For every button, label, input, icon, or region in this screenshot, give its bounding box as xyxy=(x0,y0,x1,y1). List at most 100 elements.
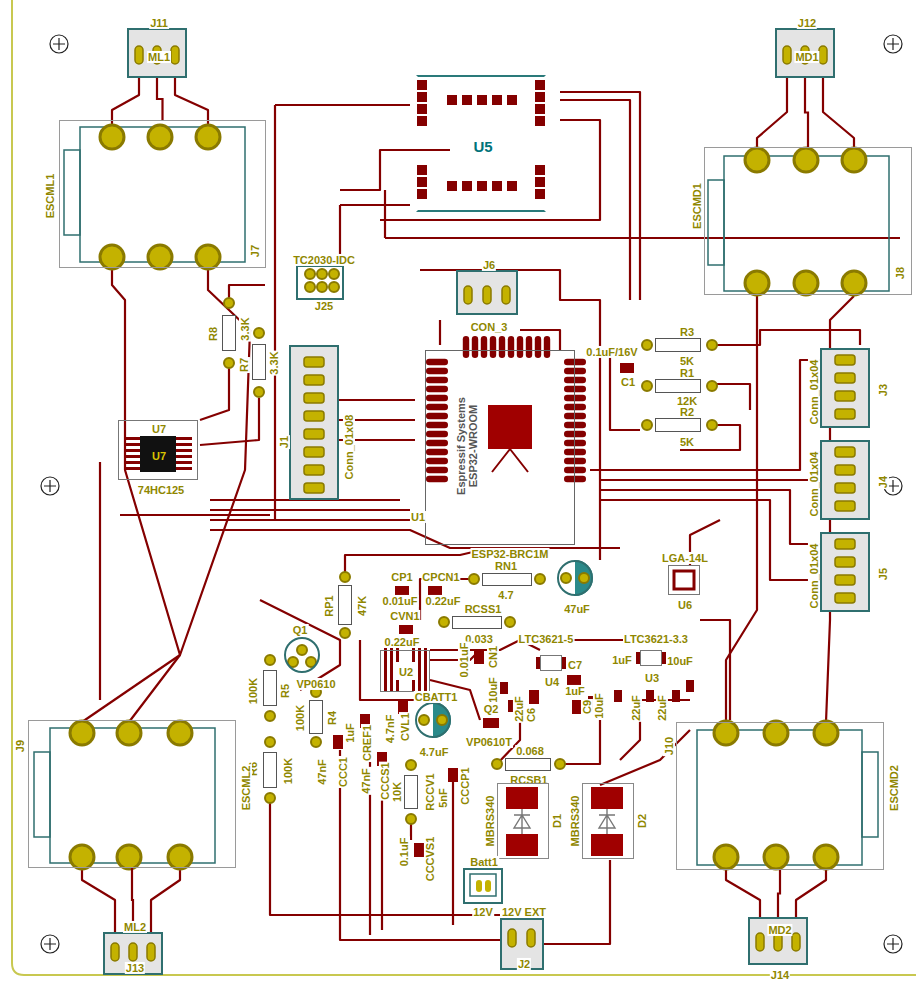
silkscreen-label: J10 xyxy=(663,736,675,756)
connector-footprint: J4Conn_01x04 xyxy=(820,440,870,520)
silkscreen-label: CBATT1 xyxy=(414,691,459,703)
silkscreen-label: RN1 xyxy=(494,560,518,572)
silkscreen-label: U7 xyxy=(151,450,167,462)
connector-footprint: J1Conn_01x08 xyxy=(289,345,339,500)
silkscreen-label: 4.7nF xyxy=(384,714,396,745)
silkscreen-label: CCCP1 xyxy=(459,766,471,805)
silkscreen-label: U7 xyxy=(151,423,167,435)
connector-footprint: MD2J14 xyxy=(748,917,808,965)
resistor-footprint: RCSS10.033 xyxy=(452,616,502,629)
silkscreen-label: U5 xyxy=(472,139,493,156)
esc-footprint: ESCML1J7 xyxy=(59,120,266,268)
connector-footprint: J3Conn_01x04 xyxy=(820,348,870,428)
silkscreen-label: ESP32-BRC1M xyxy=(470,548,549,560)
resistor-footprint: R83.3K xyxy=(222,315,236,351)
ic-footprint: U2 xyxy=(380,650,430,692)
silkscreen-label: CVN1 xyxy=(389,610,420,622)
silkscreen-label: 3.3K xyxy=(268,350,280,375)
silkscreen-label: 10uF xyxy=(487,676,499,704)
silkscreen-label: Conn_01x04 xyxy=(808,359,820,426)
silkscreen-label: Conn_01x04 xyxy=(808,451,820,518)
silkscreen-label: MD2 xyxy=(767,924,792,936)
silkscreen-label: ESCML1 xyxy=(44,173,56,220)
silkscreen-label: J12 xyxy=(797,17,817,29)
silkscreen-label: 5nF xyxy=(437,787,449,809)
connector-footprint: J5Conn_01x04 xyxy=(820,532,870,612)
silkscreen-label: 47K xyxy=(356,595,368,617)
silkscreen-label: 12V xyxy=(472,906,494,918)
silkscreen-label: 22uF xyxy=(656,694,668,722)
silkscreen-label: R7 xyxy=(238,357,250,373)
smd-pad: CCCP15nF xyxy=(448,768,458,782)
copper-trace xyxy=(157,78,163,120)
silkscreen-label: 5K xyxy=(679,436,695,448)
silkscreen-label: 10uF xyxy=(666,655,694,667)
smd-pad: CN10.01uF xyxy=(474,650,484,664)
silkscreen-label: J11 xyxy=(149,17,169,29)
silkscreen-label: LGA-14L xyxy=(661,552,709,564)
resistor-footprint: R35K xyxy=(655,338,701,352)
silkscreen-label: U3 xyxy=(644,672,660,684)
silkscreen-label: CCCVS1 xyxy=(424,836,436,883)
ic-footprint: LTC3621-3.3U3 xyxy=(640,650,662,666)
silkscreen-label: 100K xyxy=(247,677,259,705)
connector-footprint: J12MD1 xyxy=(775,28,835,78)
silkscreen-label: 10K xyxy=(391,781,403,803)
silkscreen-label: CPCN1 xyxy=(421,571,460,583)
silkscreen-label: ESCML2 xyxy=(240,765,252,812)
capacitor-footprint: ESP32-BRC1M47uF xyxy=(557,560,593,596)
silkscreen-label: U4 xyxy=(544,676,560,688)
copper-trace xyxy=(778,870,780,917)
silkscreen-label: 4.7uF xyxy=(419,746,450,758)
silkscreen-label: R3 xyxy=(679,326,695,338)
silkscreen-label: RCCV1 xyxy=(424,772,436,811)
silkscreen-label: 47uF xyxy=(563,603,591,615)
silkscreen-label: 3.3K xyxy=(239,316,251,341)
silkscreen-label: D1 xyxy=(551,813,563,829)
silkscreen-label: U2 xyxy=(398,666,414,678)
silkscreen-label: J25 xyxy=(314,300,334,312)
smd-pad: CVN10.22uF xyxy=(399,625,413,634)
silkscreen-label: 12V EXT xyxy=(501,906,547,918)
silkscreen-label: D2 xyxy=(636,813,648,829)
silkscreen-label: LTC3621-3.3 xyxy=(623,633,689,645)
silkscreen-label: 4.7 xyxy=(497,589,514,601)
silkscreen-label: 1uF xyxy=(344,722,356,744)
silkscreen-label: J8 xyxy=(894,266,906,280)
silkscreen-label: 0.22uF xyxy=(384,636,421,648)
silkscreen-label: ML1 xyxy=(147,51,171,63)
silkscreen-label: 47nF xyxy=(316,758,328,786)
silkscreen-label: ESCMD1 xyxy=(691,182,703,230)
silkscreen-label: CREF1 xyxy=(361,724,373,762)
connector-footprint: TC2030-IDCJ25 xyxy=(296,265,344,300)
silkscreen-label: TC2030-IDC xyxy=(292,254,356,266)
connector-footprint: ML2J13 xyxy=(103,932,163,975)
silkscreen-label: 22uF xyxy=(630,694,642,722)
resistor-footprint: 0.068RCSB1 xyxy=(505,758,551,771)
smd-pad: CCC147nF xyxy=(333,735,343,749)
silkscreen-label: CN1 xyxy=(487,645,499,669)
silkscreen-label: 0.01uF xyxy=(382,595,419,607)
silkscreen-label: J9 xyxy=(14,739,26,753)
silkscreen-label: Q1 xyxy=(292,624,309,636)
silkscreen-label: J13 xyxy=(125,962,145,974)
silkscreen-label: CP1 xyxy=(390,571,413,583)
silkscreen-label: 0.22uF xyxy=(425,595,462,607)
silkscreen-label: RCSB1 xyxy=(509,774,548,786)
silkscreen-label: 100K xyxy=(294,704,306,732)
silkscreen-label: RCSS1 xyxy=(464,603,503,615)
smd-pad: CP10.01uF xyxy=(395,586,409,595)
silkscreen-label: CCCS1 xyxy=(379,761,391,800)
connector-footprint: J11ML1 xyxy=(127,28,187,78)
silkscreen-label: R8 xyxy=(207,326,219,342)
module-outline: Espressif Systems ESP32-WROOMU1 xyxy=(425,350,575,545)
silkscreen-label: J5 xyxy=(877,567,889,581)
ic-footprint: LTC3621-5U4 xyxy=(540,655,562,671)
silkscreen-label: MD1 xyxy=(794,51,819,63)
silkscreen-label: CON_3 xyxy=(470,321,509,333)
resistor-footprint: RP147K xyxy=(338,585,352,625)
smd-pad: CVL14.7nF xyxy=(398,700,408,714)
silkscreen-label: RP1 xyxy=(323,594,335,617)
silkscreen-label: J7 xyxy=(249,244,261,258)
capacitor-footprint: CBATT14.7uF xyxy=(415,702,451,738)
